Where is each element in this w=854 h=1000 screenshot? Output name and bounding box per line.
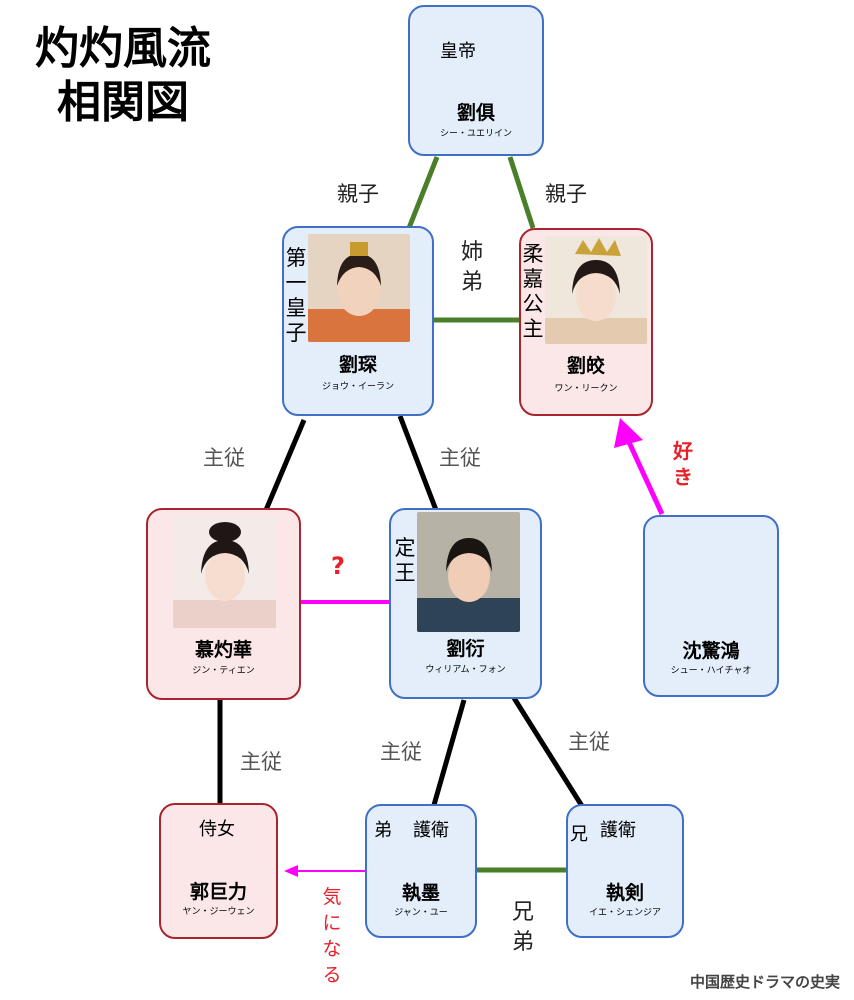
node-name: 劉俱 [456,102,495,124]
node-kana: シー・ユエリイン [439,129,512,139]
node-kana: ジョウ・イーラン [321,382,394,392]
title-line-2: 相関図 [57,77,189,128]
node-princess[interactable]: 柔嘉公主 劉皎 ワン・リークン [519,228,653,416]
label-siblings-royal: 姉弟 [460,240,483,295]
label-zhimo-guo: 気になる [322,886,342,986]
diagram-title: 灼灼風流 相関図 [18,22,228,130]
portrait-dingwang [417,512,520,632]
node-role-vertical: 定王 [394,536,416,585]
node-role: 侍女 [199,819,235,840]
line-prince-ding [397,415,439,511]
arrowhead-shen-princess [614,418,643,448]
node-role-vertical: 第一皇子 [285,246,307,345]
label-prince-mu: 主従 [203,446,245,470]
label-ding-zhimo: 主従 [380,740,422,764]
node-kana: ヤン・ジーウェン [182,907,255,917]
node-kana: イエ・シェンジア [589,908,661,918]
node-kana: ウィリアム・フォン [425,665,506,675]
line-ding-zhimo [431,699,467,806]
label-emperor-princess: 親子 [545,182,587,206]
node-role-prefix: 兄 [570,824,588,845]
node-name: 劉琛 [338,354,377,376]
node-name: 執墨 [401,882,440,904]
node-zhijian[interactable]: 兄 護衛 執剣 イエ・シェンジア [566,804,684,938]
node-zhimo[interactable]: 弟 護衛 執墨 ジャン・ユー [365,804,477,938]
portrait-princess [545,236,647,344]
title-line-1: 灼灼風流 [35,23,211,74]
node-name: 執剣 [605,882,644,904]
label-mu-guo: 主従 [240,750,282,774]
label-emperor-prince: 親子 [337,182,379,206]
node-shen[interactable]: 沈驚鴻 シュー・ハイチャオ [643,515,779,697]
node-kana: シュー・ハイチャオ [670,666,752,676]
node-kana: ジャン・ユー [394,908,448,918]
node-role-prefix: 弟 [374,820,392,841]
line-ding-zhijian [511,696,585,808]
label-shen-princess: 好き [673,439,693,489]
label-brothers: 兄弟 [511,900,534,955]
node-emperor[interactable]: 皇帝 劉俱 シー・ユエリイン [408,5,544,156]
node-name: 劉皎 [566,355,605,377]
node-role: 護衛 [600,820,636,841]
node-name: 劉衍 [446,638,485,660]
label-ding-zhijian: 主従 [568,730,610,754]
source-credit: 中国歴史ドラマの史実 [689,973,840,991]
node-kana: ワン・リークン [554,384,618,394]
node-kana: ジン・ティエン [192,666,255,676]
line-emperor-prince [406,156,440,229]
line-emperor-princess [507,156,536,229]
arrowhead-zhimo-guo [284,865,298,877]
node-role: 護衛 [413,820,449,841]
label-mu-ding: ? [331,552,345,580]
node-name: 沈驚鴻 [682,640,740,662]
node-name: 慕灼華 [194,639,252,661]
label-prince-ding: 主従 [439,446,481,470]
node-muzhuohua[interactable]: 慕灼華 ジン・ティエン [146,508,301,700]
node-prince[interactable]: 第一皇子 劉琛 ジョウ・イーラン [282,226,434,416]
node-dingwang[interactable]: 定王 劉衍 ウィリアム・フォン [389,508,542,699]
portrait-muzhuohua [173,516,276,628]
node-name: 郭巨力 [189,881,247,903]
node-role: 皇帝 [440,41,476,62]
node-guo[interactable]: 侍女 郭巨力 ヤン・ジーウェン [159,803,278,939]
node-role-vertical: 柔嘉公主 [522,242,544,341]
line-shen-princess [625,438,665,516]
line-prince-mu [263,419,307,511]
portrait-prince [308,234,410,342]
